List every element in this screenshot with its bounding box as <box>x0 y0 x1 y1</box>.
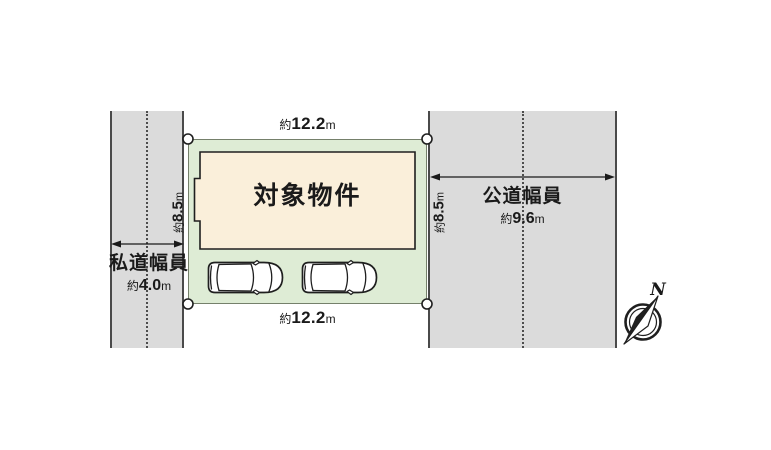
dimension-arrow-private-road <box>111 240 184 248</box>
dimension-prefix: 約 <box>279 312 292 326</box>
private-road <box>110 111 184 348</box>
dimension-arrow-public-road <box>430 173 615 181</box>
dimension-prefix: 約 <box>500 212 513 226</box>
private-road-label: 私道幅員 <box>108 253 189 274</box>
dimension-prefix: 約 <box>173 222 186 234</box>
dimension-prefix: 約 <box>434 222 447 234</box>
public-road-centerline <box>521 111 524 348</box>
compass-north-label: N <box>650 280 666 300</box>
corner-marker <box>182 298 194 310</box>
corner-marker <box>182 133 194 145</box>
corner-marker <box>421 133 433 145</box>
dimension-value: 8.5 <box>430 201 448 223</box>
dimension-prefix: 約 <box>279 118 292 132</box>
right-depth-dimension: 約8.5m <box>431 183 448 243</box>
dimension-value: 4.0 <box>138 277 162 294</box>
public-road-width: 約9.6m <box>447 210 598 228</box>
private-road-width: 約4.0m <box>102 277 196 295</box>
compass-icon <box>623 295 662 345</box>
dimension-value: 12.2 <box>291 308 326 327</box>
private-road-label-group: 私道幅員 約4.0m <box>102 253 196 295</box>
left-depth-dimension: 約8.5m <box>170 183 187 243</box>
dimension-unit: m <box>434 191 447 202</box>
dimension-unit: m <box>534 212 545 226</box>
dimension-value: 8.5 <box>169 201 187 223</box>
dimension-unit: m <box>325 118 336 132</box>
car-icon <box>207 259 284 296</box>
public-road-label-group: 公道幅員 約9.6m <box>447 186 598 228</box>
building-outline <box>193 151 416 250</box>
dimension-unit: m <box>173 191 186 202</box>
public-road <box>428 111 617 348</box>
building-label: 対象物件 <box>253 182 362 210</box>
top-width-dimension: 約12.2m <box>188 115 427 134</box>
private-road-centerline <box>146 111 148 348</box>
corner-marker <box>421 298 433 310</box>
dimension-unit: m <box>161 279 172 293</box>
car-icon <box>301 259 378 296</box>
bottom-width-dimension: 約12.2m <box>188 309 427 328</box>
public-road-label: 公道幅員 <box>482 186 563 207</box>
dimension-value: 9.6 <box>512 210 535 227</box>
dimension-unit: m <box>325 312 336 326</box>
dimension-value: 12.2 <box>291 114 326 133</box>
dimension-prefix: 約 <box>126 279 139 293</box>
